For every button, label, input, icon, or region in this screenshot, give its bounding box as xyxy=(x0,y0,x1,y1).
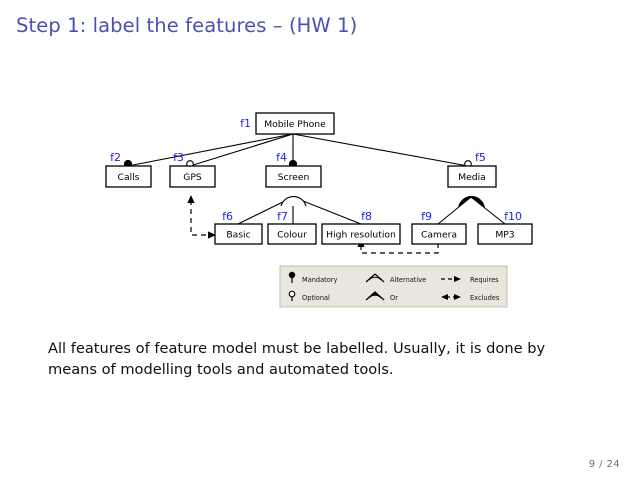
or-icon xyxy=(365,291,385,301)
feature-tag-f9: f9 xyxy=(421,210,432,223)
legend-item-mandatory: Mandatory xyxy=(288,271,337,284)
feature-box-f3[interactable] xyxy=(169,165,216,188)
feature-node-f3[interactable]: GPS f3 xyxy=(169,151,216,188)
feature-box-f9[interactable] xyxy=(411,223,467,245)
feature-tag-f2: f2 xyxy=(110,151,121,164)
or-arc-icon xyxy=(458,196,485,208)
alternative-icon xyxy=(365,273,385,283)
legend-item-requires: Requires xyxy=(441,276,499,284)
legend-item-or: Or xyxy=(365,291,398,302)
edge-group-media xyxy=(437,196,506,225)
body-paragraph: All features of feature model must be la… xyxy=(48,340,546,378)
feature-tag-f4: f4 xyxy=(276,151,287,164)
arrowhead-to-gps xyxy=(187,195,195,203)
requires-icon xyxy=(441,276,461,282)
edge-f1-f2 xyxy=(127,133,294,167)
feature-node-f9[interactable]: Camera f9 xyxy=(411,210,467,245)
feature-node-f1[interactable]: Mobile Phone f1 xyxy=(240,112,335,135)
feature-box-f7[interactable] xyxy=(267,223,317,245)
feature-box-f10[interactable] xyxy=(477,223,533,245)
feature-tag-f1: f1 xyxy=(240,117,251,130)
optional-icon xyxy=(288,290,296,301)
legend-item-optional: Optional xyxy=(288,290,330,302)
legend-label-or: Or xyxy=(390,294,398,302)
feature-tag-f5: f5 xyxy=(475,151,486,164)
constraint-arrowheads-f6-f3 xyxy=(187,195,216,239)
feature-box-f2[interactable] xyxy=(105,165,152,188)
feature-node-f8[interactable]: High resolution f8 xyxy=(321,210,401,245)
feature-label-f4: Screen xyxy=(278,172,310,183)
legend-label-requires: Requires xyxy=(470,276,499,284)
constraint-f6-requires-f3 xyxy=(190,200,215,236)
feature-model-diagram: GPS (requires) ============ --> High res… xyxy=(105,112,533,308)
alternative-arc-icon xyxy=(280,196,307,207)
feature-node-f4[interactable]: Screen f4 xyxy=(265,151,322,188)
edge-group-screen xyxy=(237,196,362,225)
feature-label-f8: High resolution xyxy=(326,230,396,241)
edge-f1-f3 xyxy=(189,133,294,167)
feature-box-f5[interactable] xyxy=(447,165,497,188)
page-title: Step 1: label the features – (HW 1) xyxy=(16,14,358,37)
feature-tag-f7: f7 xyxy=(277,210,288,223)
legend-item-excludes: Excludes xyxy=(441,294,500,302)
feature-label-f3: GPS xyxy=(183,172,202,183)
feature-box-f8[interactable] xyxy=(321,223,401,245)
legend-label-mandatory: Mandatory xyxy=(302,276,337,284)
feature-node-f2[interactable]: Calls f2 xyxy=(105,151,152,188)
feature-node-f10[interactable]: MP3 f10 xyxy=(477,210,533,245)
legend-label-alternative: Alternative xyxy=(390,276,426,284)
feature-tag-f3: f3 xyxy=(173,151,184,164)
legend-label-excludes: Excludes xyxy=(470,294,500,302)
feature-node-f7[interactable]: Colour f7 xyxy=(267,210,317,245)
feature-label-f6: Basic xyxy=(226,230,250,241)
feature-label-f10: MP3 xyxy=(495,230,514,241)
feature-box-f6[interactable] xyxy=(214,223,263,245)
constraint-f9-requires-f8 xyxy=(360,243,439,254)
edge-f1-f5 xyxy=(292,133,469,167)
legend: Mandatory Alternative Requires xyxy=(279,265,508,308)
feature-tag-f10: f10 xyxy=(504,210,522,223)
legend-background xyxy=(279,265,508,308)
legend-label-optional: Optional xyxy=(302,294,330,302)
legend-item-alternative: Alternative xyxy=(365,273,426,284)
feature-tag-f8: f8 xyxy=(361,210,372,223)
feature-box-f1[interactable] xyxy=(255,112,335,135)
feature-label-f9: Camera xyxy=(421,230,457,241)
mandatory-icon xyxy=(288,271,296,283)
edge-group-root xyxy=(127,133,469,167)
feature-label-f2: Calls xyxy=(118,172,140,183)
feature-node-f6[interactable]: Basic f6 xyxy=(214,210,263,245)
feature-label-f5: Media xyxy=(458,172,486,183)
feature-label-f7: Colour xyxy=(277,230,307,241)
feature-box-f4[interactable] xyxy=(265,165,322,188)
arrowhead-to-basic xyxy=(208,231,216,239)
page-number: 9 / 24 xyxy=(588,459,620,470)
feature-tag-f6: f6 xyxy=(222,210,233,223)
feature-label-f1: Mobile Phone xyxy=(264,119,326,130)
excludes-icon xyxy=(441,294,461,300)
feature-node-f5[interactable]: Media f5 xyxy=(447,151,497,188)
